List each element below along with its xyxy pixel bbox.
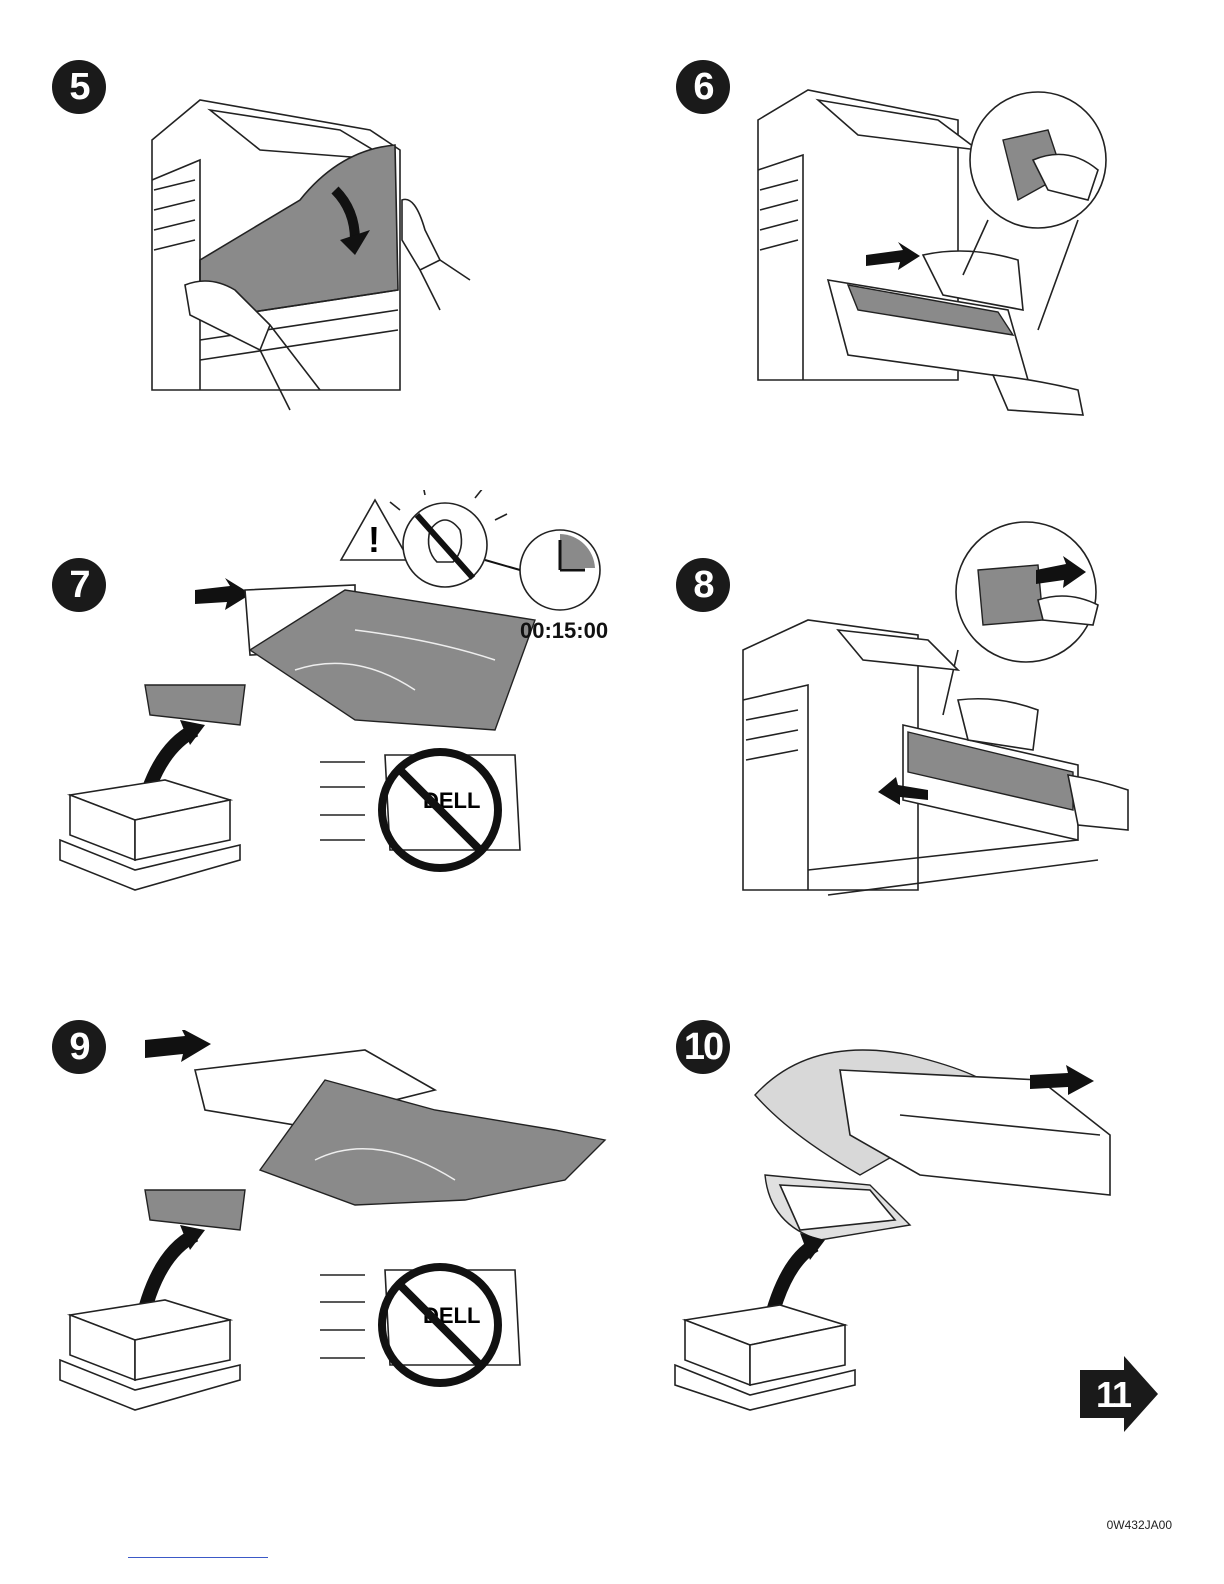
step-5-badge: 5	[52, 60, 106, 114]
step-9-illustration: DELL	[55, 1030, 625, 1425]
svg-text:!: !	[368, 519, 380, 560]
step-5-illustration	[140, 90, 480, 425]
insert-arrow-icon	[145, 1030, 211, 1062]
no-light-icon	[390, 490, 507, 587]
next-step-label: 11	[1088, 1374, 1138, 1416]
next-step-arrow[interactable]: 11	[1080, 1356, 1160, 1432]
no-mail-icon: DELL	[320, 1267, 520, 1383]
step-8-badge: 8	[676, 558, 730, 612]
insert-arrow-icon	[195, 578, 251, 610]
step-6-illustration	[748, 80, 1128, 445]
step-6-badge: 6	[676, 60, 730, 114]
step-10-illustration	[670, 1035, 1120, 1420]
step-8-illustration	[738, 510, 1138, 905]
document-code: 0W432JA00	[1107, 1518, 1172, 1532]
footer-link-line	[128, 1557, 268, 1558]
timer-label: 00:15:00	[520, 618, 608, 644]
no-mail-icon: DELL	[320, 752, 520, 868]
step-7-illustration: !	[55, 490, 625, 915]
clock-icon	[485, 530, 600, 610]
